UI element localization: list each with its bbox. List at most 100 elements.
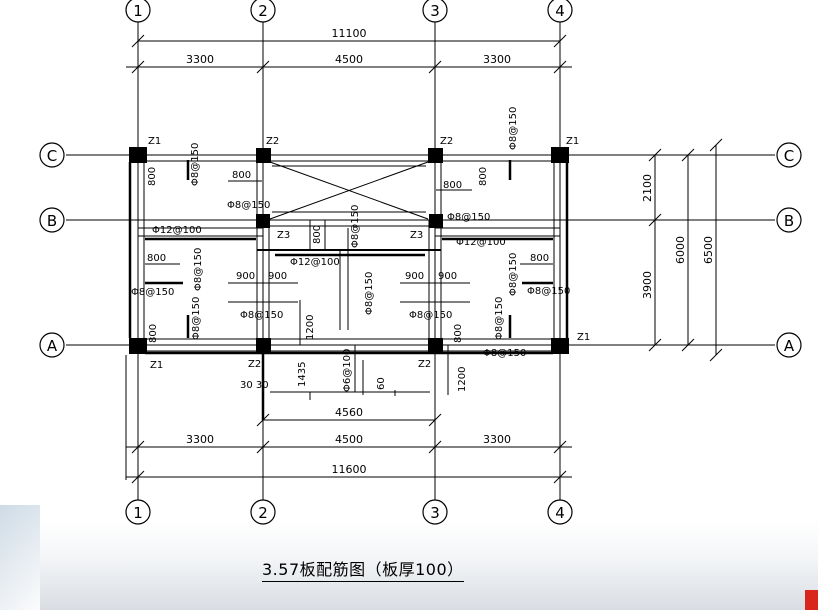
dim-right-2100: 2100 — [641, 174, 654, 202]
rebar-top-vertical: Φ8@150 — [508, 107, 519, 150]
axis-label-2-top: 2 — [258, 2, 268, 20]
axis-bubble-2-top — [250, 0, 276, 23]
dim-right-6500: 6500 — [702, 236, 715, 264]
rebar-1435: 1435 — [297, 362, 308, 387]
dim-top-span-2: 4500 — [335, 53, 363, 66]
rebar-br-800: 800 — [453, 324, 464, 343]
rebar-tl-8150: Φ8@150 — [227, 200, 270, 211]
dim-right-6000: 6000 — [674, 236, 687, 264]
axis-bubble-c-left — [39, 142, 65, 168]
col-label-z2-b2: Z2 — [248, 359, 261, 370]
rebar-tl-c800: 800 — [232, 170, 251, 181]
rebar-ml-vertical: Φ8@150 — [193, 248, 204, 291]
dim-top-span-1: 3300 — [186, 53, 214, 66]
column-z2-t2 — [256, 148, 271, 163]
rebar-900-2: 900 — [268, 271, 287, 282]
background-corner — [0, 505, 40, 610]
axis-bubble-3-bottom — [422, 499, 448, 525]
axis-label-3-bottom: 3 — [430, 504, 440, 522]
dim-bottom-total: 11600 — [332, 463, 367, 476]
dim-bottom-span-2: 4500 — [335, 433, 363, 446]
axis-label-4-bottom: 4 — [555, 504, 565, 522]
rebar-ml-800: 800 — [147, 253, 166, 264]
column-z2-b2 — [256, 338, 271, 353]
axis-bubble-4-bottom — [547, 499, 573, 525]
axis-bubble-b-left — [39, 207, 65, 233]
column-z1-br — [551, 338, 569, 354]
rebar-3030: 30 30 — [240, 380, 269, 391]
dim-bottom-span-1: 3300 — [186, 433, 214, 446]
axis-label-a-left: A — [47, 337, 58, 355]
rebar-bl-800: 800 — [148, 324, 159, 343]
axis-label-4-top: 4 — [555, 2, 565, 20]
axis-label-b-left: B — [47, 212, 57, 230]
axis-label-b-right: B — [784, 212, 794, 230]
col-label-z1-tr: Z1 — [566, 136, 579, 147]
rebar-bl-vertical: Φ8@150 — [191, 297, 202, 340]
axis-bubble-3-top — [422, 0, 448, 23]
column-z1-tl — [129, 147, 147, 163]
col-label-z3-l: Z3 — [277, 230, 290, 241]
column-z2-b3 — [428, 338, 443, 353]
col-label-z2-t2: Z2 — [266, 136, 279, 147]
axis-label-3-top: 3 — [430, 2, 440, 20]
col-label-z1-tl: Z1 — [148, 136, 161, 147]
rebar-cr-horizontal: Φ8@150 — [409, 310, 452, 321]
col-label-z1-bl: Z1 — [150, 360, 163, 371]
rebar-cl-horizontal: Φ8@150 — [240, 310, 283, 321]
col-label-z1-br: Z1 — [577, 332, 590, 343]
rebar-900-3: 900 — [405, 271, 424, 282]
rebar-br-8150: Φ8@150 — [483, 348, 526, 359]
column-z3-r — [429, 214, 443, 228]
rebar-ml-horizontal: Φ8@150 — [131, 287, 174, 298]
rebar-tl-vertical: Φ8@150 — [190, 143, 201, 186]
dim-right-3900: 3900 — [641, 271, 654, 299]
column-z1-tr — [551, 147, 569, 163]
rebar-center-vertical: Φ8@150 — [364, 272, 375, 315]
rebar-mr-800: 800 — [530, 253, 549, 264]
rebar-12100-left: Φ12@100 — [152, 225, 202, 236]
rebar-b-v8150: Φ8@150 — [350, 205, 361, 248]
rebar-tr-800: 800 — [443, 180, 462, 191]
background-strip — [0, 520, 818, 610]
dim-bottom-4560: 4560 — [335, 406, 363, 419]
axis-bubble-1-top — [125, 0, 151, 23]
axis-label-1-bottom: 1 — [133, 504, 143, 522]
axis-label-2-bottom: 2 — [258, 504, 268, 522]
rebar-b-v800: 800 — [312, 225, 323, 244]
column-z1-bl — [129, 338, 147, 354]
axis-bubble-a-left — [39, 332, 65, 358]
dim-bottom-span-3: 3300 — [483, 433, 511, 446]
drawing-title: 3.57板配筋图（板厚100） — [262, 556, 464, 582]
column-z3-l — [256, 214, 270, 228]
rebar-1200b: 1200 — [457, 367, 468, 392]
axis-label-c-right: C — [784, 147, 794, 165]
axis-bubble-2-bottom — [250, 499, 276, 525]
rebar-6100: Φ6@100 — [342, 349, 353, 392]
rebar-tl-800: 800 — [147, 167, 158, 186]
rebar-c-1200: 1200 — [305, 315, 316, 340]
axis-label-a-right: A — [784, 337, 795, 355]
rebar-mr-horizontal: Φ8@150 — [527, 286, 570, 297]
axis-label-c-left: C — [47, 147, 57, 165]
rebar-tr-v800: 800 — [478, 167, 489, 186]
column-z2-t3 — [428, 148, 443, 163]
col-label-z2-b3: Z2 — [418, 359, 431, 370]
rebar-br-vertical: Φ8@150 — [494, 297, 505, 340]
axis-bubble-1-bottom — [125, 499, 151, 525]
axis-bubble-c-right — [776, 142, 802, 168]
col-label-z3-r: Z3 — [410, 230, 423, 241]
axis-bubble-a-right — [776, 332, 802, 358]
rebar-b-8150-right: Φ8@150 — [447, 212, 490, 223]
axis-label-1-top: 1 — [133, 2, 143, 20]
rebar-12100-right: Φ12@100 — [456, 237, 506, 248]
axis-bubble-4-top — [547, 0, 573, 23]
rebar-900-4: 900 — [438, 271, 457, 282]
rebar-60: 60 — [376, 377, 387, 390]
rebar-900-1: 900 — [236, 271, 255, 282]
axis-bubble-b-right — [776, 207, 802, 233]
dim-top-total: 11100 — [332, 27, 367, 40]
dim-top-span-3: 3300 — [483, 53, 511, 66]
red-corner-mark — [805, 590, 818, 610]
